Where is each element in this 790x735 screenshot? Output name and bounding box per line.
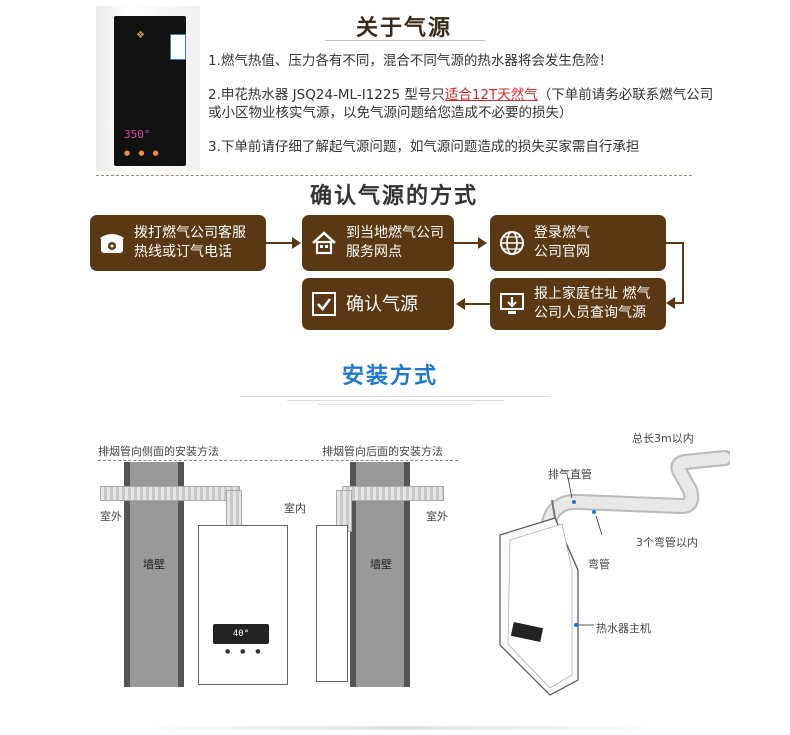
about-line-1: 1.燃气热值、压力各有不同，混合不同气源的热水器将会发生危险！ — [208, 53, 613, 69]
exhaust-pipe — [342, 486, 444, 501]
detail-diagram — [499, 450, 730, 696]
arrow-left-icon — [456, 298, 465, 310]
about-line-2: 2.申花热水器 JSQ24-ML-I1225 型号只适合12T天然气（下单前请务… — [208, 86, 713, 105]
indoor-label: 室内 — [284, 502, 306, 515]
heater-side-diagram — [316, 525, 348, 682]
telephone-icon — [100, 234, 124, 253]
computer-icon — [500, 293, 524, 314]
side-install-caption: 排烟管向侧面的安装方法 — [98, 445, 219, 458]
step-visit-website: 登录燃气公司官网 — [490, 215, 666, 271]
step-5-label: 确认气源 — [346, 293, 418, 315]
brand-logo-icon: ❖ — [136, 30, 145, 41]
exhaust-pipe-vertical — [226, 490, 242, 530]
about-title: 关于气源 — [356, 16, 453, 41]
confirm-title: 确认气源的方式 — [310, 184, 479, 209]
arrow-right-icon — [292, 237, 301, 249]
heater-display: 350° — [124, 128, 151, 141]
elbow-count-label: 3个弯管以内 — [636, 536, 698, 549]
wall-label: 墙壁 — [143, 558, 165, 571]
outdoor-label: 室外 — [426, 510, 448, 523]
step-call-hotline: 拨打燃气公司客服热线或订气电话 — [90, 215, 266, 271]
total-length-label: 总长3m以内 — [632, 432, 694, 445]
exhaust-pipe-label: 排气直管 — [548, 468, 592, 481]
step-visit-office: 到当地燃气公司服务网点 — [302, 215, 454, 271]
outdoor-label: 室外 — [100, 510, 122, 523]
step-confirm-gas: 确认气源 — [302, 278, 454, 330]
energy-label — [170, 34, 186, 60]
exhaust-pipe — [100, 486, 240, 501]
about-line-3: 3.下单前请仔细了解起气源问题，如气源问题造成的损失买家需自行承担 — [208, 139, 640, 155]
heater-buttons: ● ● ● — [225, 648, 265, 655]
about-line-2-post: （下单前请务必联系燃气公司 — [537, 87, 714, 103]
arrow-left-icon — [666, 297, 675, 309]
step-3-line-2: 公司官网 — [534, 244, 590, 260]
connector-line — [674, 302, 684, 304]
about-line-2b: 或小区物业核实气源，以免气源问题给您造成不必要的损失） — [208, 105, 573, 121]
checkbox-icon — [312, 292, 336, 316]
globe-icon — [500, 231, 524, 255]
title-divider — [325, 40, 485, 41]
step-query-staff: 报上家庭住址 燃气公司人员查询气源 — [490, 278, 666, 330]
gas-type-highlight: 适合12T天然气 — [444, 87, 538, 103]
heater-3d — [499, 517, 579, 696]
heater-main-label: 热水器主机 — [596, 622, 651, 635]
water-heater-photo: ❖ 350° ● ● ● — [96, 6, 200, 171]
heater-display: 40° — [213, 624, 269, 644]
house-icon — [312, 231, 336, 255]
wall-label: 墙壁 — [370, 558, 392, 571]
dashed-separator — [96, 175, 692, 176]
marker-dot — [574, 623, 578, 627]
marker-dot — [572, 500, 576, 504]
step-4-line-1: 报上家庭住址 燃气 — [534, 286, 651, 302]
about-line-2-pre: 2.申花热水器 JSQ24-ML-I1225 型号只 — [208, 87, 445, 103]
step-1-line-1: 拨打燃气公司客服 — [134, 225, 246, 241]
heater-diagram: 40° ● ● ● — [198, 525, 288, 685]
connector-line — [666, 242, 684, 244]
marker-dot — [592, 510, 596, 514]
install-subtitle-lines — [240, 393, 550, 407]
bottom-shadow — [120, 725, 680, 731]
install-title: 安装方式 — [342, 364, 439, 389]
connector-line — [682, 242, 684, 304]
arrow-right-icon — [478, 237, 487, 249]
step-3-line-1: 登录燃气 — [534, 225, 590, 241]
step-4-line-2: 公司人员查询气源 — [534, 305, 646, 321]
step-2-line-2: 服务网点 — [346, 244, 402, 260]
elbow-label: 弯管 — [588, 558, 610, 571]
step-1-line-2: 热线或订气电话 — [134, 244, 232, 260]
heater-display — [510, 622, 544, 642]
heater-buttons: ● ● ● — [124, 149, 162, 157]
step-2-line-1: 到当地燃气公司 — [346, 225, 444, 241]
arrow-line — [266, 242, 294, 244]
ceiling-line — [306, 460, 458, 462]
ceiling-line — [98, 460, 308, 462]
arrow-line — [454, 242, 480, 244]
flex-pipe — [540, 450, 730, 538]
arrow-line — [464, 303, 490, 305]
back-install-caption: 排烟管向后面的安装方法 — [322, 445, 443, 458]
